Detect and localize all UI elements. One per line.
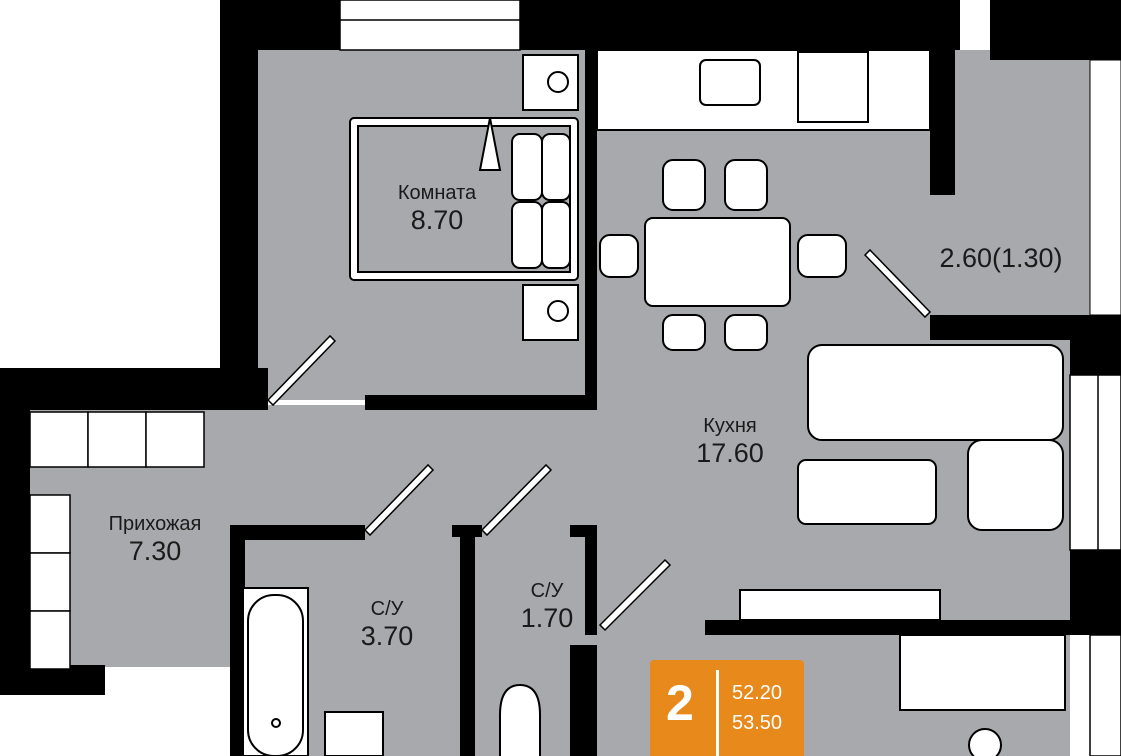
apartment-badge: 2 52.20 53.50 [650, 660, 804, 756]
hallway-name: Прихожая [108, 513, 202, 535]
bedroom-area: 8.70 [410, 205, 464, 235]
bedroom-label: Комната 8.70 [398, 182, 476, 236]
kitchen-name: Кухня [703, 415, 757, 437]
wc-area: 1.70 [520, 603, 574, 633]
total-area: 53.50 [732, 712, 783, 734]
kitchen-label: Кухня 17.60 [696, 415, 764, 469]
kitchen-area: 17.60 [696, 438, 764, 468]
living-area: 52.20 [732, 682, 783, 704]
bedroom-name: Комната [397, 182, 477, 204]
room-count: 2 [666, 675, 694, 731]
bathroom-name: С/У [370, 598, 404, 620]
wc-name: С/У [530, 580, 564, 602]
hallway-area: 7.30 [128, 536, 182, 566]
bathroom-area: 3.70 [360, 621, 414, 651]
wc-label: С/У 1.70 [521, 580, 574, 634]
bathroom-fixtures [242, 587, 541, 756]
badge-divider [716, 670, 719, 756]
bathroom-label: С/У 3.70 [361, 598, 414, 652]
balcony-area: 2.60(1.30) [939, 243, 1063, 273]
window-top [339, 0, 521, 51]
hangers [29, 411, 205, 670]
bed [349, 54, 579, 341]
balcony-label: 2.60(1.30) [939, 243, 1062, 274]
window-right [1069, 374, 1121, 756]
kitchen-furniture [596, 49, 1066, 756]
doors [266, 248, 932, 632]
hallway-label: Прихожая 7.30 [109, 513, 202, 567]
